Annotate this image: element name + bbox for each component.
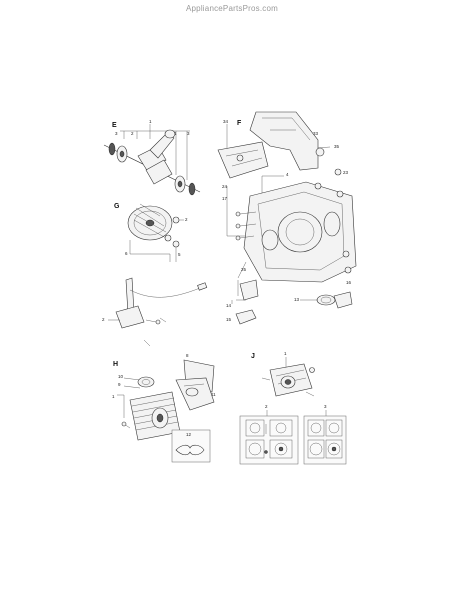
- callout-g-5: 5: [178, 252, 181, 257]
- callout-f-34: 34: [223, 119, 229, 124]
- section-label-e: E: [112, 122, 117, 129]
- callout-e-3: 3: [115, 131, 118, 136]
- callout-g-6: 6: [125, 251, 128, 256]
- section-label-g: G: [114, 203, 120, 210]
- section-label-j: J: [251, 353, 255, 360]
- callout-coil-2: 2: [102, 317, 105, 322]
- callout-e-1b: 1: [174, 131, 177, 136]
- callout-f-16: 16: [346, 280, 352, 285]
- callout-f-14: 14: [226, 303, 232, 308]
- callout-f-35: 35: [334, 144, 340, 149]
- section-j-carburetor: J 1 2 3: [239, 351, 347, 465]
- callout-f-23: 23: [343, 170, 349, 175]
- callout-h-8: 8: [186, 353, 189, 358]
- callout-j-1: 1: [284, 351, 287, 356]
- callout-f-25: 25: [241, 267, 247, 272]
- section-h-cylinder: H 8 10 9 11 1 12: [112, 353, 216, 463]
- callout-f-17: 17: [222, 196, 228, 201]
- callout-g-2: 2: [185, 217, 188, 222]
- callout-h-1: 1: [112, 394, 115, 399]
- section-label-h: H: [113, 361, 118, 368]
- callout-f-13: 13: [294, 297, 300, 302]
- callout-e-3b: 3: [187, 131, 190, 136]
- callout-f-15: 15: [226, 317, 232, 322]
- callout-e-2: 2: [131, 131, 134, 136]
- callout-f-24: 24: [222, 184, 228, 189]
- section-e-crankshaft: E 3 2 1 1 3: [103, 119, 201, 196]
- callout-h-9: 9: [118, 382, 121, 387]
- section-f-crankcase: F 34 33 35 23 24 17 4: [217, 111, 357, 325]
- callout-f-4: 4: [286, 172, 289, 177]
- callout-h-12: 12: [186, 432, 192, 437]
- gasket-box: [171, 429, 211, 463]
- callout-j-3: 3: [324, 404, 327, 409]
- callout-h-10: 10: [118, 374, 124, 379]
- callout-e-1: 1: [149, 119, 152, 124]
- section-g-flywheel: G 2 6 5: [114, 203, 188, 262]
- ignition-coil: 2: [102, 277, 208, 347]
- callout-f-33: 33: [313, 131, 319, 136]
- watermark: AppliancePartsPros.com: [186, 4, 278, 13]
- callout-j-2: 2: [265, 404, 268, 409]
- section-label-f: F: [237, 120, 242, 127]
- callout-h-11: 11: [211, 392, 216, 397]
